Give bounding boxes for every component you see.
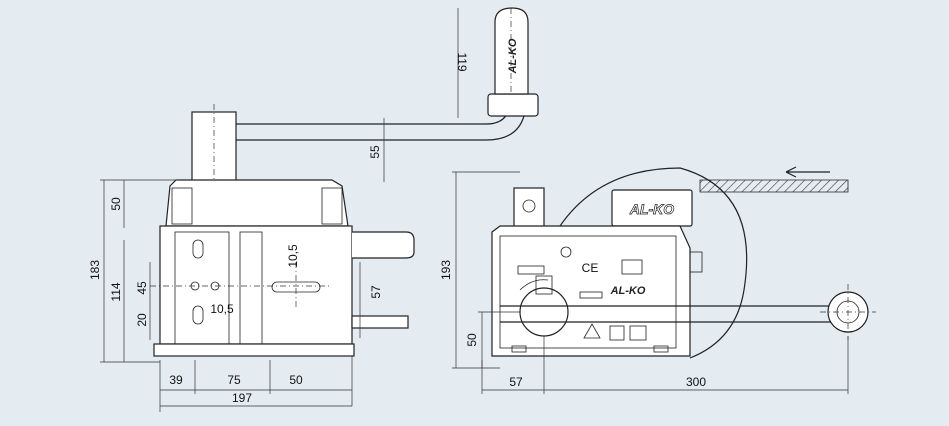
dim-crank-length: 300 [686, 375, 706, 389]
rope-drum [559, 167, 748, 359]
drum-logo: AL-KO [629, 201, 674, 217]
dim-side-57: 57 [509, 375, 523, 389]
front-view: AL-KO [88, 7, 539, 412]
dim-base-75: 75 [227, 373, 241, 387]
dim-crank-offset: 55 [368, 145, 382, 159]
dim-top-block: 50 [109, 197, 123, 211]
handle-logo: AL-KO [507, 38, 519, 74]
dim-slot-width-a: 10,5 [210, 302, 234, 316]
crank-bar [500, 305, 832, 323]
rope [699, 179, 849, 193]
gear-cover [165, 179, 349, 227]
dim-hole-spacing: 45 [135, 281, 149, 295]
lock-lever [352, 231, 415, 259]
crank-handle: AL-KO [487, 7, 539, 117]
manual-icon [629, 325, 647, 341]
dim-base-39: 39 [169, 373, 183, 387]
base-plate [153, 343, 355, 357]
crank-arm [236, 94, 527, 141]
dim-total-width: 197 [232, 391, 252, 405]
dim-total-height-right: 193 [439, 260, 453, 280]
dim-flange-height: 57 [369, 285, 383, 299]
mount-slot [192, 305, 204, 325]
dim-total-height-left: 183 [88, 260, 102, 280]
dim-mount-height: 114 [109, 282, 123, 301]
dim-bottom-offset: 20 [135, 313, 149, 327]
side-housing [491, 225, 691, 357]
arrow-left-icon [785, 166, 830, 178]
dim-drum-offset: 50 [465, 333, 479, 347]
mount-slot [192, 239, 204, 259]
warning-icon [583, 323, 601, 339]
main-housing [159, 225, 353, 345]
dim-handle-length: 119 [455, 52, 469, 71]
housing-logo: AL-KO [610, 285, 646, 297]
dim-base-50: 50 [289, 373, 303, 387]
dim-slot-width-b: 10,5 [286, 244, 300, 268]
ce-mark-icon: CE [582, 261, 599, 275]
top-lug [513, 187, 545, 231]
ratchet-gear [519, 287, 569, 337]
side-view: AL-KO CE AL-KO [439, 166, 876, 394]
